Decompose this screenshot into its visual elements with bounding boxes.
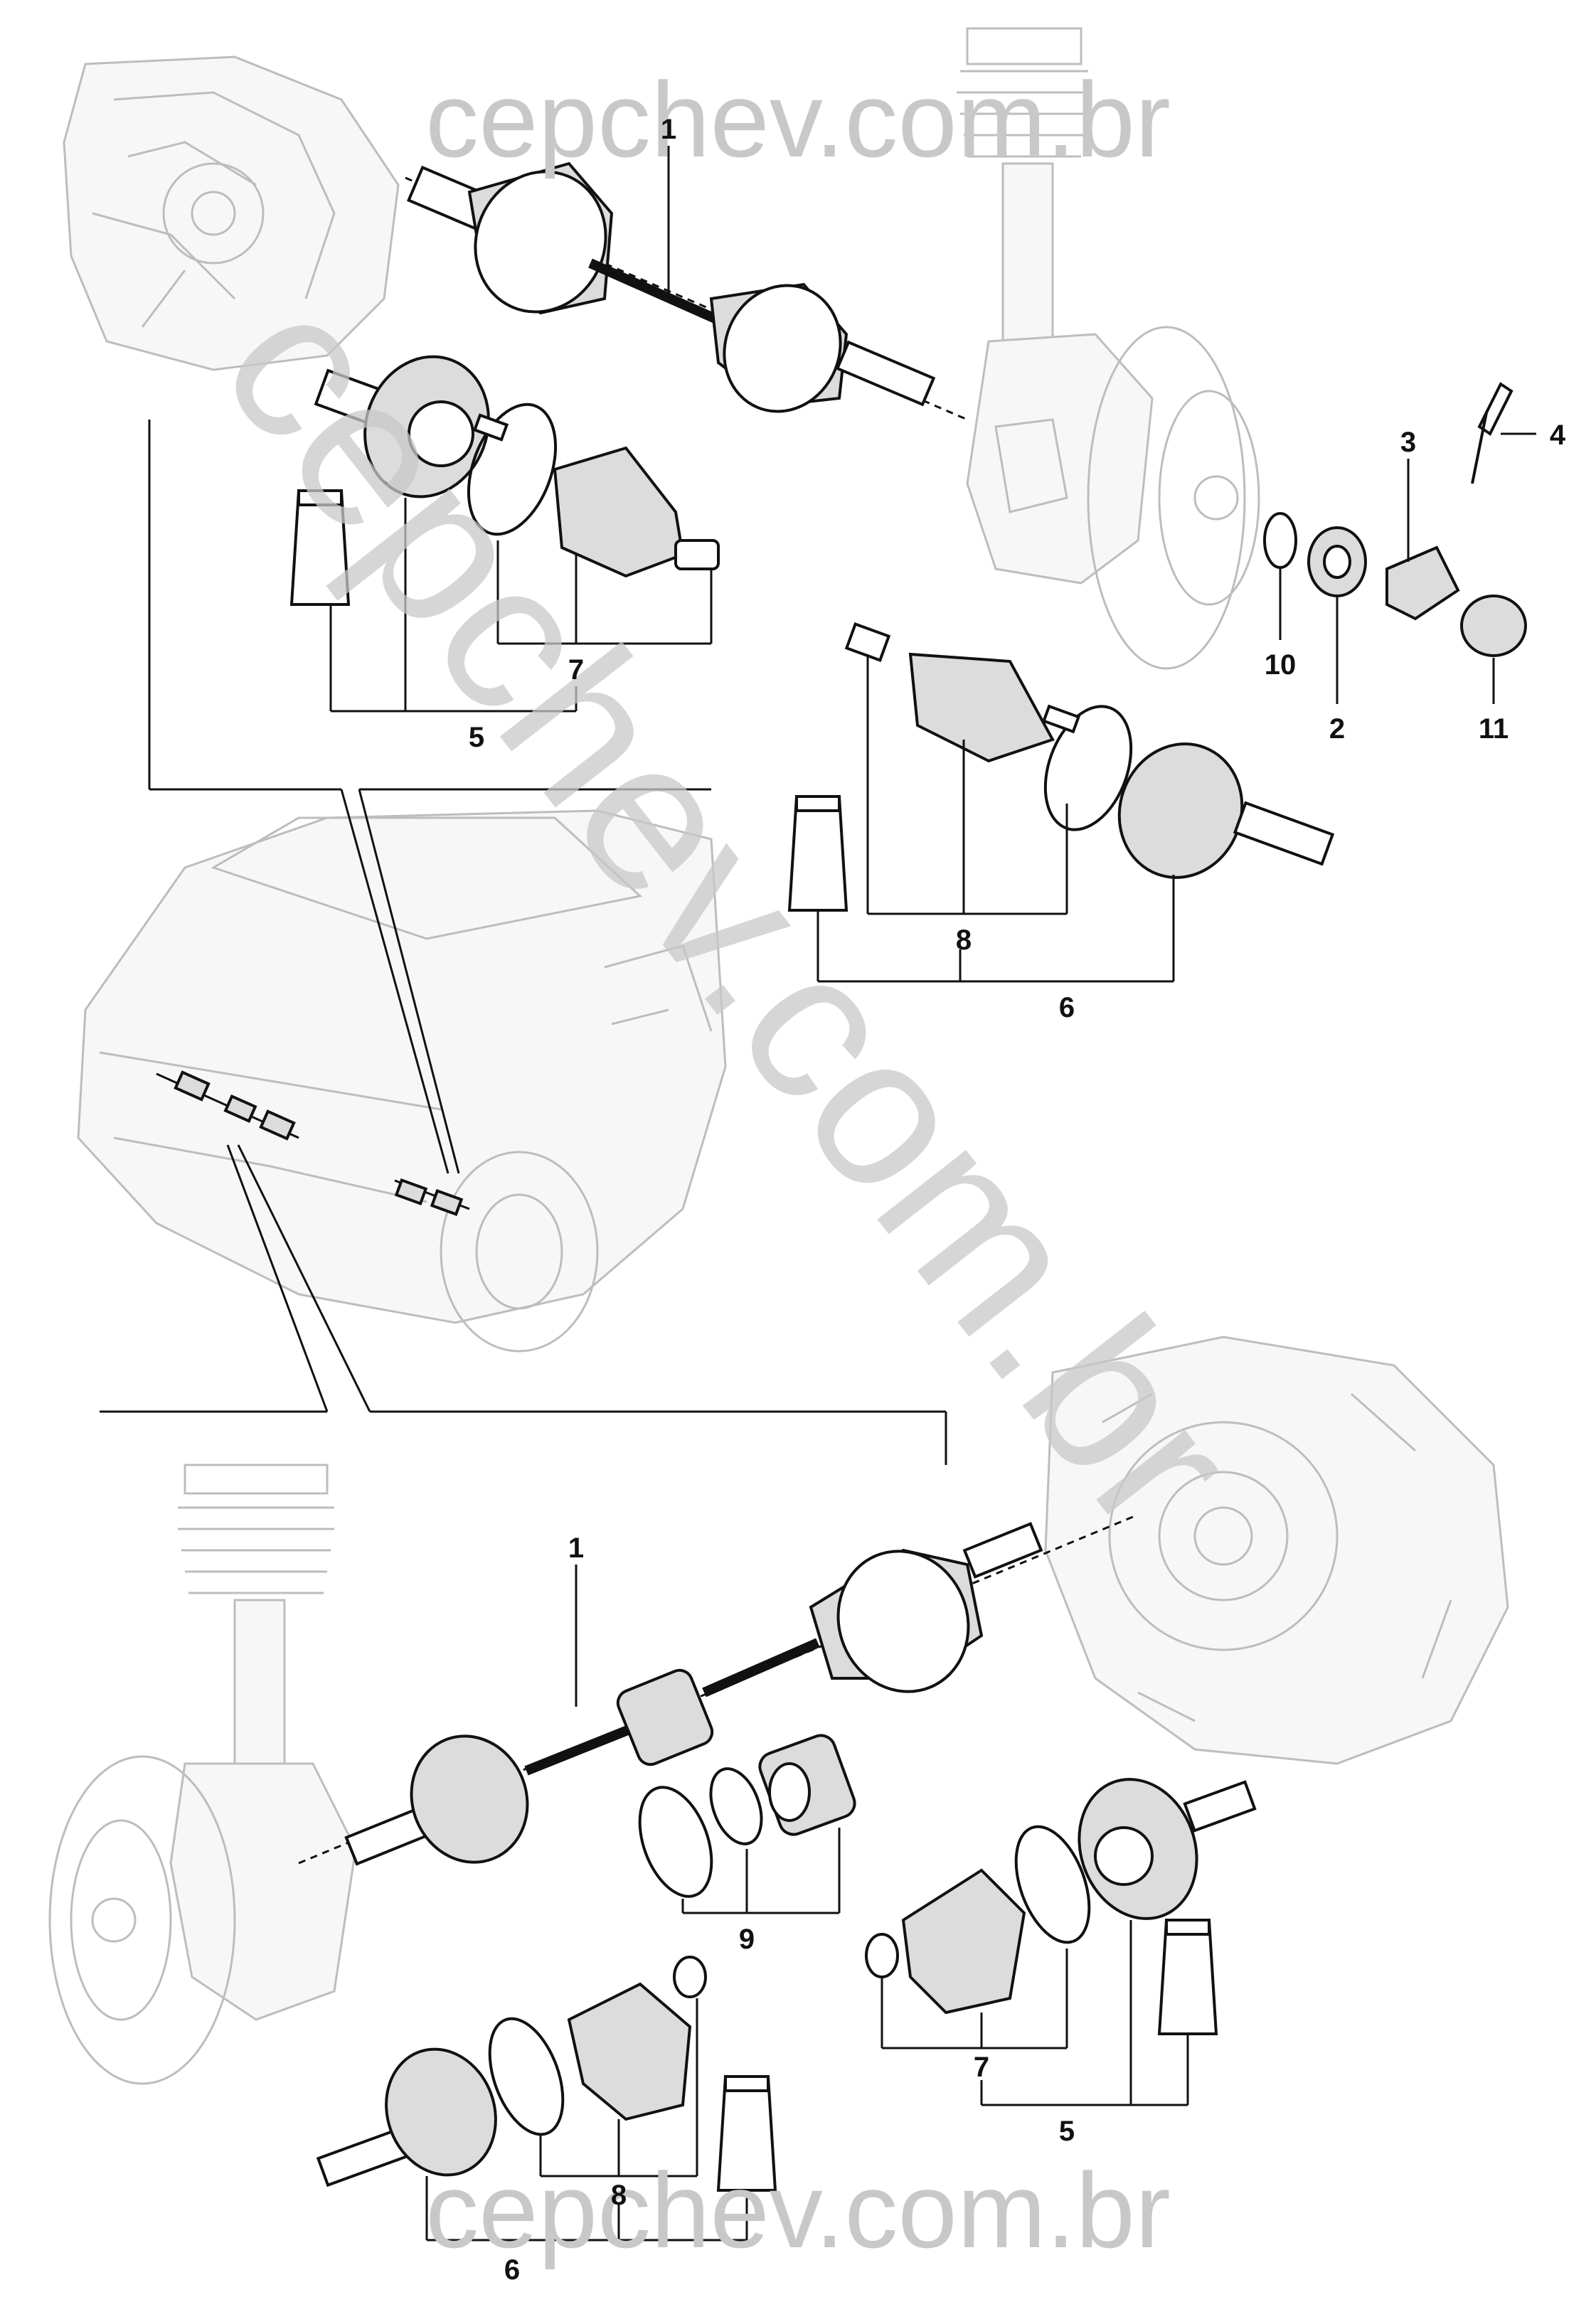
car-ghost [77,809,727,1353]
callout-top-inner-boot-kit: 7 [568,654,584,686]
callout-bottom-inner-joint-kit: 5 [1059,2116,1075,2147]
callout-castle-nut: 3 [1400,427,1416,458]
callout-bottom-outer-boot-kit: 8 [611,2180,627,2211]
callout-top-outer-boot-kit: 8 [956,924,972,956]
top-inner-joint-parts [289,355,720,606]
transmission-bottom-ghost [1044,1336,1509,1765]
bottom-inner-joint-parts [865,1778,1257,2035]
transmission-top-ghost [63,55,400,371]
bearing-kit-parts [638,1734,856,1898]
callout-dust-cap: 11 [1479,713,1509,745]
car-driveshaft-marks [156,1070,470,1217]
bottom-driveshaft-assembly [298,1513,1139,1866]
watermark-bottom: cepchev.com.br [425,2150,1171,2270]
callout-bearing-kit: 9 [739,1924,755,1955]
callout-bottom-inner-boot-kit: 7 [974,2052,989,2083]
callout-bottom-shaft: 1 [568,1533,584,1564]
callout-hub-spacer: 2 [1329,713,1345,745]
callout-cotter-pin: 4 [1550,420,1566,451]
callout-bottom-outer-joint-kit: 6 [504,2254,520,2286]
callout-top-outer-joint-kit: 6 [1059,992,1075,1023]
callout-leaders [329,146,1536,2242]
top-driveshaft-assembly [405,161,968,421]
suspension-top-ghost [957,27,1260,670]
bottom-outer-joint-parts [316,1956,777,2192]
top-outer-joint-parts [787,622,1335,912]
callout-top-shaft: 1 [661,114,676,145]
watermark-top: cepchev.com.br [425,60,1171,179]
hub-parts [1263,382,1527,657]
detail-frame-lines [100,420,947,1465]
suspension-bottom-ghost [48,1464,357,2085]
callout-top-inner-joint-kit: 5 [469,722,484,753]
callout-snap-ring: 10 [1265,649,1297,681]
